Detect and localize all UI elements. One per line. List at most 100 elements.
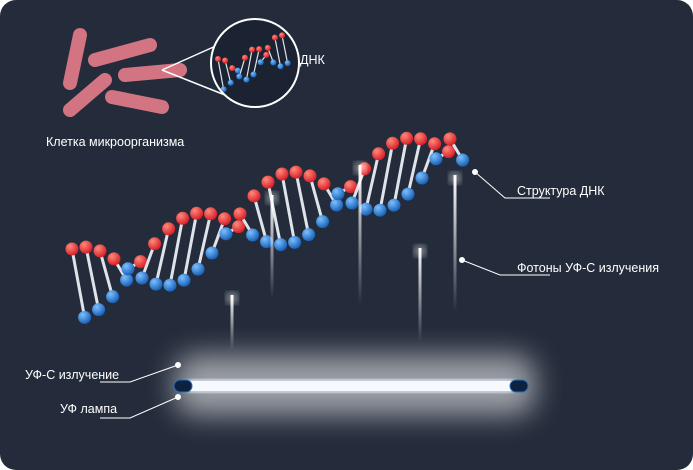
base-pair-bond <box>252 48 260 75</box>
base-pair-bond <box>378 143 395 211</box>
nucleotide-red <box>249 46 256 53</box>
lamp-tube <box>188 381 513 391</box>
nucleotide-red <box>79 240 93 254</box>
dna-helix <box>65 131 470 324</box>
nucleotide-red <box>65 242 79 256</box>
nucleotide-red <box>275 167 289 181</box>
nucleotide-red <box>400 131 414 145</box>
nucleotide-blue <box>331 187 345 201</box>
nucleotide-blue <box>106 290 120 304</box>
nucleotide-blue <box>243 76 250 83</box>
nucleotide-blue <box>387 198 401 212</box>
photon-beam <box>418 248 422 342</box>
nucleotide-red <box>386 136 400 150</box>
nucleotide-blue <box>373 203 387 217</box>
base-pair-bond <box>154 228 171 285</box>
nucleotide-red <box>303 169 317 183</box>
base-pair-bond <box>168 218 185 286</box>
nucleotide-red <box>233 207 247 221</box>
base-pair-bond <box>224 60 232 83</box>
nucleotide-blue <box>345 196 359 210</box>
bacterium-rod <box>118 63 187 82</box>
bacterium-rod <box>63 73 112 117</box>
nucleotide-red <box>229 65 236 72</box>
uv-lamp-label: УФ лампа <box>60 402 118 416</box>
base-pair-bond <box>217 58 225 90</box>
nucleotide-blue <box>316 215 330 229</box>
base-pair-bond <box>84 246 101 310</box>
photon-beam <box>230 295 234 350</box>
nucleotide-blue <box>236 73 243 80</box>
base-pair-bond <box>266 181 283 245</box>
dna-label: ДНК <box>300 53 325 67</box>
nucleotide-red <box>264 44 271 51</box>
nucleotide-blue <box>219 227 233 241</box>
base-pair-bond <box>308 175 325 223</box>
nucleotide-blue <box>121 262 135 276</box>
nucleotide-red <box>215 56 221 62</box>
base-pair-bond <box>238 57 246 77</box>
nucleotide-blue <box>302 228 316 242</box>
nucleotide-red <box>148 237 162 251</box>
nucleotide-blue <box>135 271 149 285</box>
nucleotide-red <box>222 57 229 64</box>
nucleotide-blue <box>205 246 219 260</box>
base-pair-bond <box>392 138 409 206</box>
nucleotide-red <box>256 46 263 53</box>
nucleotide-red <box>414 132 428 146</box>
nucleotide-red <box>263 51 270 58</box>
bacterium-rod <box>63 28 87 90</box>
nucleotide-red <box>232 220 246 234</box>
nucleotide-red <box>428 137 442 151</box>
dna-structure-label: Структура ДНК <box>517 184 605 198</box>
nucleotide-red <box>443 132 457 146</box>
cell-label: Клетка микроорганизма <box>46 135 185 149</box>
nucleotide-red <box>162 222 176 236</box>
photon-beam <box>358 165 362 305</box>
base-pair-bond <box>196 213 213 270</box>
nucleotide-blue <box>191 262 205 276</box>
nucleotide-red <box>241 54 248 61</box>
lamp-end-cap <box>173 379 193 393</box>
base-pair-bond <box>182 213 199 281</box>
nucleotide-blue <box>227 79 234 86</box>
leader-lines <box>100 169 550 419</box>
photon-beam <box>270 195 274 298</box>
base-pair-bond <box>294 171 311 235</box>
nucleotide-blue <box>177 273 191 287</box>
nucleotide-red <box>442 145 456 159</box>
nucleotide-red <box>204 207 218 221</box>
nucleotide-blue <box>284 60 291 67</box>
base-pair-bond <box>70 248 87 318</box>
nucleotide-red <box>261 175 275 189</box>
nucleotide-blue <box>78 310 92 324</box>
nucleotide-blue <box>250 71 257 78</box>
nucleotide-blue <box>330 198 344 212</box>
bacteria-cells <box>63 28 187 117</box>
bacterium-rod <box>105 90 169 114</box>
lamp-end-cap <box>509 379 529 393</box>
base-pair-bond <box>406 138 423 195</box>
nucleotide-blue <box>246 228 260 242</box>
base-pair-bond <box>274 37 282 67</box>
nucleotide-blue <box>149 277 163 291</box>
uvc-photons <box>226 162 461 350</box>
nucleotide-red <box>344 180 358 194</box>
nucleotide-blue <box>257 59 264 66</box>
nucleotide-blue <box>163 278 177 292</box>
nucleotide-blue <box>456 153 470 167</box>
nucleotide-red <box>247 189 261 203</box>
nucleotide-red <box>134 255 148 269</box>
base-pair-bond <box>245 49 253 80</box>
nucleotide-red <box>372 147 386 161</box>
nucleotide-blue <box>359 202 373 216</box>
photon-beam <box>453 175 457 312</box>
nucleotide-red <box>107 252 121 266</box>
nucleotide-red <box>271 34 278 41</box>
dna-magnifier-circle <box>210 18 300 108</box>
base-pair-bond <box>281 35 289 64</box>
nucleotide-red <box>317 177 331 191</box>
nucleotide-red <box>93 244 107 258</box>
